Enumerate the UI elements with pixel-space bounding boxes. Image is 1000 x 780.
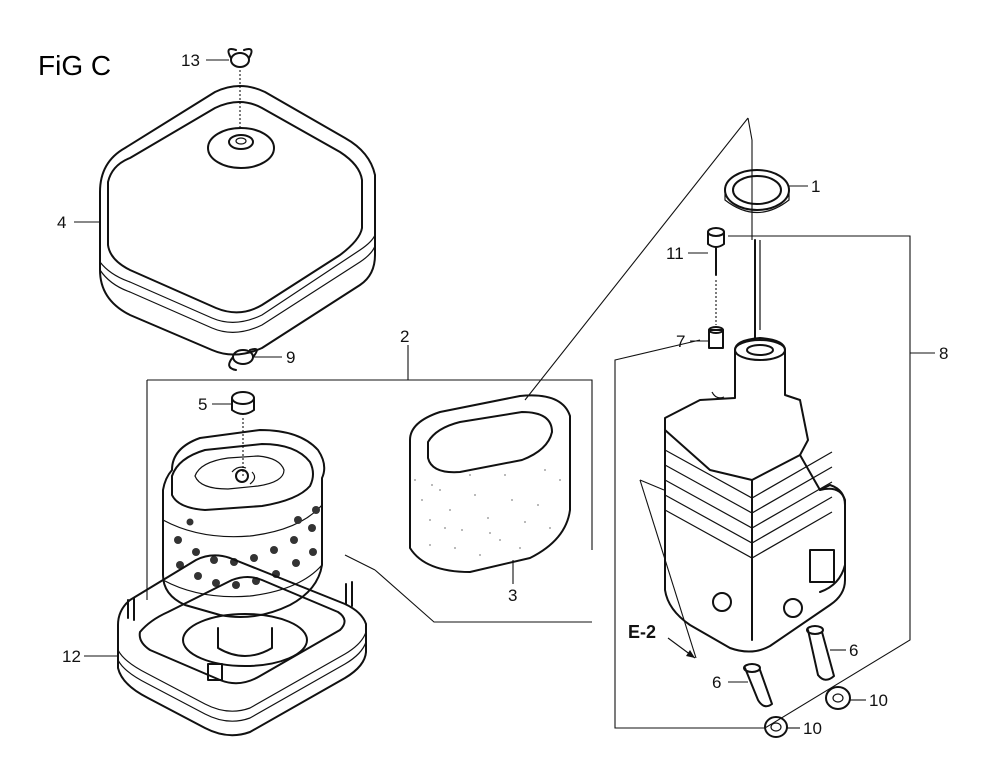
group-bracket-2 (146, 379, 593, 600)
callout-7: 7 (676, 332, 685, 351)
callout-1: 1 (811, 177, 820, 196)
foam-element (409, 394, 571, 573)
leader-filter-lower (374, 569, 592, 623)
callout-6-left: 6 (712, 673, 721, 692)
callout-9: 9 (286, 348, 295, 367)
callout-13: 13 (181, 51, 200, 70)
figure-title: FiG C (38, 50, 112, 81)
callout-5: 5 (198, 395, 207, 414)
pin-right (806, 625, 835, 681)
callout-10-left: 10 (803, 719, 822, 738)
leader-filter-corner (344, 554, 376, 571)
outer-filter-element (162, 429, 326, 618)
callout-3: 3 (508, 586, 517, 605)
leader-foam-ring (524, 117, 753, 401)
wing-nut-mid (228, 347, 258, 371)
wing-nut-top (227, 48, 253, 68)
mounting-bolt (707, 227, 725, 276)
air-cleaner-base (117, 554, 367, 737)
callout-2: 2 (400, 327, 409, 346)
air-cleaner-case (664, 337, 846, 653)
callout-6-right: 6 (849, 641, 858, 660)
pin-left (743, 663, 773, 708)
nut-upper (825, 686, 851, 710)
callout-12: 12 (62, 647, 81, 666)
reference-e2: E-2 (628, 622, 656, 642)
nut-lower (764, 716, 788, 738)
air-cleaner-cover (99, 85, 376, 356)
spacer-collar (708, 326, 724, 349)
collar-nut (231, 391, 255, 415)
callout-10-right: 10 (869, 691, 888, 710)
group-bracket-8 (614, 235, 911, 729)
seal-ring (724, 169, 790, 213)
e2-arrow (639, 479, 697, 659)
callout-4: 4 (57, 213, 66, 232)
callout-8: 8 (939, 344, 948, 363)
callout-11: 11 (666, 244, 684, 263)
